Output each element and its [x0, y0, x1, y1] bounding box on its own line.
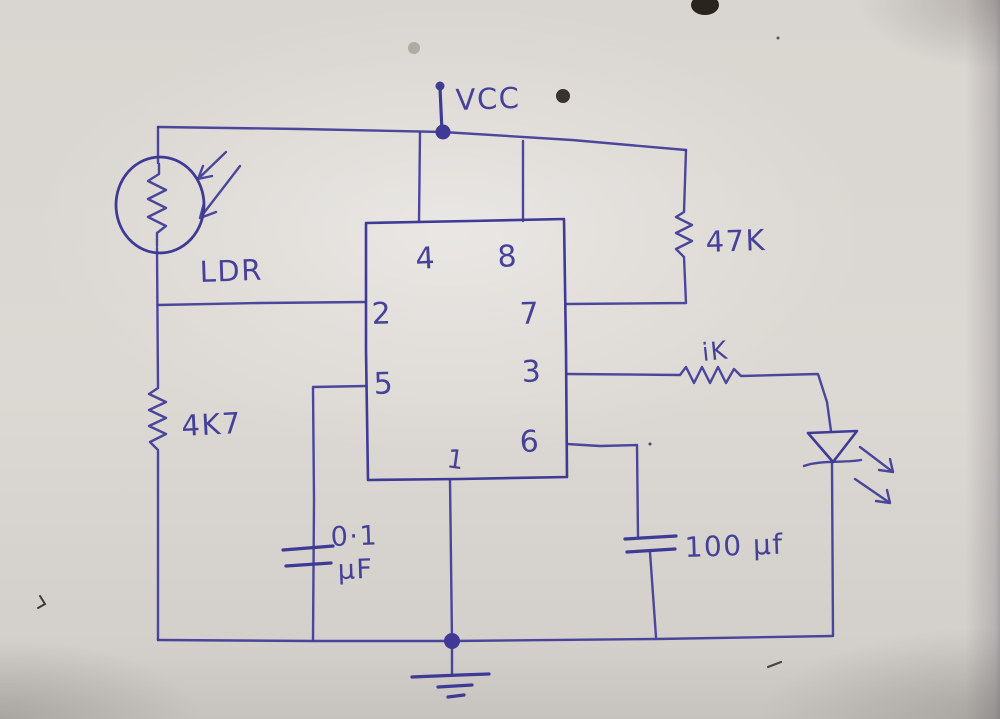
top-rail-wire [156, 125, 688, 152]
paper-speck-1 [776, 36, 780, 40]
resistor-47k-pin7-wire [564, 148, 694, 306]
cap-100uf-stub-wire [648, 550, 658, 639]
ink-dot [556, 89, 570, 103]
ldr-light-arrow-2 [198, 164, 242, 220]
resistor-4k7-label: 4K7 [181, 406, 243, 443]
resistor-1k-label: iK [701, 335, 730, 367]
cap-01uf-label-unit: μF [337, 554, 374, 586]
wire-pin6 [565, 442, 640, 538]
left-rail-lower-wire [147, 246, 168, 642]
ground-bar-1 [410, 672, 491, 679]
ldr-label: LDR [199, 253, 263, 289]
resistor-1k-pin3-wire [565, 365, 833, 433]
led-light-arrow-1 [858, 445, 895, 474]
ic-pin1-number: 1 [445, 444, 467, 476]
cap-100uf-label: 100 μf [684, 528, 784, 564]
led-light-arrow-2 [853, 477, 892, 505]
cap-100uf-plate-top [623, 534, 678, 541]
resistor-47k-label: 47K [705, 223, 767, 259]
ink-blot [691, 0, 719, 15]
vcc-terminal-dot [435, 81, 445, 91]
ic-pin4-number: 4 [415, 241, 437, 277]
bottom-rail-wire [156, 634, 835, 643]
ldr-zigzag [146, 162, 168, 248]
vcc-junction-dot [435, 124, 451, 140]
ic-pin3-number: 3 [521, 354, 543, 390]
cap-01uf-plate-top [281, 544, 335, 552]
ic-pin8-number: 8 [497, 239, 519, 275]
ic-pin7-number: 7 [519, 296, 541, 332]
led-stub-wire [830, 461, 835, 637]
pin4-stub-wire [417, 131, 422, 224]
cap-01uf-plate-bottom [284, 561, 333, 568]
paper-smudge [408, 42, 420, 54]
ic-pin6-number: 6 [519, 424, 541, 460]
cap-100uf-plate-bottom [625, 547, 677, 554]
wire-pin5-cap01 [311, 384, 368, 642]
vcc-label: VCC [455, 81, 521, 117]
ground-bar-3 [446, 693, 466, 699]
wire-pin1 [448, 478, 454, 642]
ic-pin2-number: 2 [371, 296, 393, 332]
pen-mark-bottom-left [37, 595, 47, 609]
paper-speck-2 [648, 442, 652, 446]
pen-mark-bottom-right [766, 660, 783, 669]
ground-bar-2 [436, 683, 474, 689]
ldr-light-arrow-1 [196, 150, 228, 181]
vcc-stub-wire [438, 86, 444, 133]
led-triangle [806, 429, 859, 464]
ic-pin5-number: 5 [373, 366, 395, 402]
wire-pin2 [156, 300, 367, 307]
ic-body-rect [364, 217, 569, 482]
cap-01uf-label-value: 0·1 [330, 520, 379, 553]
